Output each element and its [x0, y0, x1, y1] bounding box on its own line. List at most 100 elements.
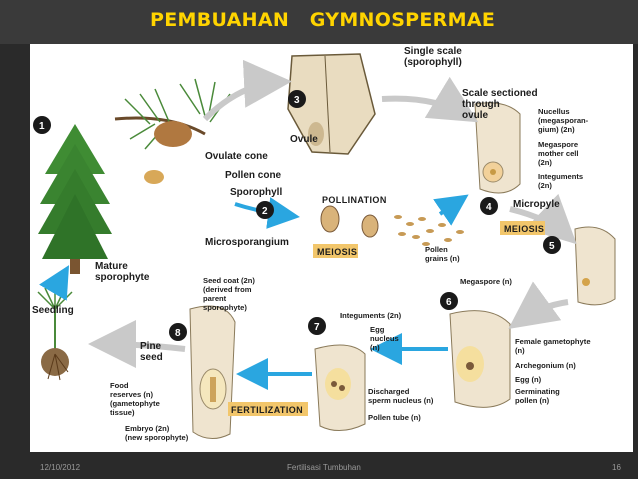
label-egg-nucleus-2: nucleus — [370, 334, 399, 343]
label-seed-coat-4: sporophyte) — [203, 303, 247, 312]
label-scale-sectioned-3: ovule — [462, 110, 489, 121]
label-pine-seed-1: Pine — [140, 341, 162, 352]
label-megaspore-mother-1: Megaspore — [538, 140, 578, 149]
label-female-gametophyte-1: Female gametophyte — [515, 337, 591, 346]
label-discharged-sperm-1: Discharged — [368, 387, 410, 396]
label-megaspore-mother-3: (2n) — [538, 158, 552, 167]
footer-page-number: 16 — [612, 463, 621, 472]
slide-header: PEMBUAHAN GYMNOSPERMAE — [0, 0, 638, 44]
meiosis-right-box — [500, 221, 545, 235]
pine-seed-illustration — [189, 305, 236, 439]
seedling-illustration — [37, 286, 73, 381]
arrow-ovule-to-megaspore — [509, 193, 577, 245]
pollen-grains-illustration — [394, 215, 464, 246]
label-egg-nucleus-1: Egg — [370, 325, 385, 334]
svg-text:5: 5 — [549, 241, 555, 252]
label-food-reserves-1: Food — [110, 381, 129, 390]
label-integuments-mid: I — [340, 311, 342, 320]
svg-text:7: 7 — [314, 322, 320, 333]
arrow-scale-to-ovule — [381, 76, 479, 123]
label-food-reserves-2: reserves (n) — [110, 390, 154, 399]
label-scale-sectioned-2: through — [462, 99, 500, 110]
label-seed-coat-3: parent — [203, 294, 227, 303]
gymnosperm-life-cycle-diagram: MEIOSIS MEIOSIS FERTILIZATION POLLINATIO… — [32, 46, 616, 442]
arrow-branch-to-scale — [202, 59, 292, 122]
arrow-seed-to-seedling — [88, 320, 186, 369]
label-nucellus-1: Nucellus — [538, 107, 570, 116]
diagram-panel: MEIOSIS MEIOSIS FERTILIZATION POLLINATIO… — [30, 44, 633, 452]
svg-text:6: 6 — [446, 297, 452, 308]
meiosis-left-box — [313, 244, 358, 258]
fertilization-box — [228, 402, 308, 416]
label-integuments-top-2: (2n) — [538, 181, 552, 190]
pine-tree-illustration — [38, 124, 112, 274]
label-pollen-cone: Pollen cone — [225, 170, 282, 181]
svg-text:2: 2 — [262, 206, 268, 217]
label-pollen-grains-2: grains (n) — [425, 254, 460, 263]
label-single-scale-1: Single scale — [404, 46, 462, 57]
label-megaspore: Megaspore (n) — [460, 277, 512, 286]
label-ovule: Ovule — [290, 134, 318, 145]
step-badge-1: 1 — [33, 116, 51, 134]
label-female-gametophyte-2: (n) — [515, 346, 525, 355]
label-embryo-1: Embryo (2n) — [125, 424, 170, 433]
label-pine-seed-2: seed — [140, 352, 163, 363]
label-pollen-grains-1: Pollen — [425, 245, 448, 254]
label-megaspore-mother-2: mother cell — [538, 149, 579, 158]
svg-text:3: 3 — [294, 95, 300, 106]
label-integuments-mid-text: Integuments (2n) — [340, 311, 402, 320]
label-microsporangium: Microsporangium — [205, 237, 289, 248]
label-food-reserves-3: (gametophyte — [110, 399, 160, 408]
footer-text: Fertilisasi Tumbuhan — [287, 463, 361, 472]
pollination-label: POLLINATION — [322, 195, 387, 205]
svg-text:4: 4 — [486, 202, 492, 213]
label-scale-sectioned-1: Scale sectioned — [462, 88, 538, 99]
label-micropyle: Micropyle — [513, 199, 560, 210]
megaspore-ovule-illustration — [574, 226, 616, 306]
svg-text:8: 8 — [175, 328, 181, 339]
microsporangium-illustration — [320, 205, 379, 238]
slide-title: PEMBUAHAN GYMNOSPERMAE — [150, 9, 496, 31]
label-seed-coat-2: (derived from — [203, 285, 252, 294]
label-nucellus-2: (megasporan- — [538, 116, 589, 125]
arrow-pollination-to-ovule — [433, 194, 469, 226]
step-badge-8: 8 — [169, 323, 187, 341]
label-discharged-sperm-2: sperm nucleus (n) — [368, 396, 434, 405]
female-gametophyte-ovule — [449, 310, 511, 408]
label-single-scale-2: (sporophyll) — [404, 57, 462, 68]
pine-branch-illustration — [114, 78, 231, 184]
label-seed-coat-1: Seed coat (2n) — [203, 276, 255, 285]
meiosis-right-label: MEIOSIS — [504, 224, 544, 234]
label-egg: Egg (n) — [515, 375, 542, 384]
svg-text:1: 1 — [39, 121, 45, 132]
ovule-section-illustration — [474, 102, 521, 194]
label-pollen-tube: Pollen tube (n) — [368, 413, 421, 422]
label-mature-sporophyte-2: sporophyte — [95, 272, 150, 283]
label-integuments-top-1: Integuments — [538, 172, 583, 181]
label-sporophyll: Sporophyll — [230, 187, 282, 198]
label-germinating-pollen-2: pollen (n) — [515, 396, 550, 405]
single-scale-illustration — [287, 53, 376, 155]
fertilization-label: FERTILIZATION — [231, 405, 303, 415]
label-archegonium: Archegonium (n) — [515, 361, 576, 370]
step-badge-3: 3 — [288, 90, 306, 108]
slide-footer: 12/10/2012 Fertilisasi Tumbuhan 16 — [0, 455, 638, 479]
label-ovulate-cone: Ovulate cone — [205, 151, 268, 162]
arrow-megaspore-to-gametophyte — [508, 281, 569, 330]
step-badge-2: 2 — [256, 201, 274, 219]
step-badge-4: 4 — [480, 197, 498, 215]
step-badge-6: 6 — [440, 292, 458, 310]
label-seedling: Seedling — [32, 305, 74, 316]
step-badge-7: 7 — [308, 317, 326, 335]
arrow-seedling-to-tree — [39, 265, 70, 301]
label-egg-nucleus-3: (n) — [370, 343, 380, 352]
label-germinating-pollen-1: Germinating — [515, 387, 560, 396]
label-nucellus-3: gium) (2n) — [538, 125, 575, 134]
label-embryo-2: (new sporophyte) — [125, 433, 189, 442]
fertilization-ovule — [314, 344, 366, 431]
meiosis-left-label: MEIOSIS — [317, 247, 357, 257]
label-food-reserves-4: tissue) — [110, 408, 135, 417]
footer-date: 12/10/2012 — [40, 463, 81, 472]
step-badge-5: 5 — [543, 236, 561, 254]
